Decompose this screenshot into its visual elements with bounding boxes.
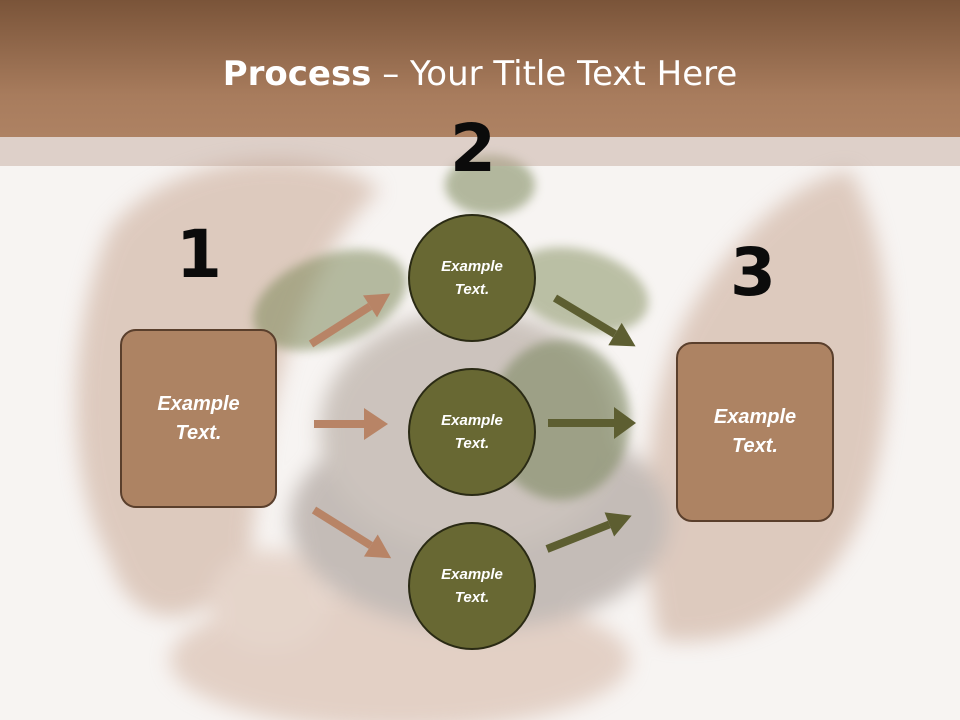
- arrow-middle-to-box3: [548, 407, 636, 439]
- arrow-box1-to-top: [308, 293, 391, 348]
- circle-middle-label: Example Text.: [441, 412, 503, 452]
- arrow-box1-to-bottom: [311, 506, 392, 559]
- step-number-3: 3: [730, 234, 776, 311]
- step-3-box: Example Text.: [676, 342, 834, 522]
- step-number-1: 1: [176, 216, 222, 293]
- arrow-box1-to-middle: [314, 408, 388, 440]
- step-2-circle-top: Example Text.: [408, 214, 536, 342]
- arrow-top-to-box3: [552, 294, 636, 347]
- step-3-box-label: Example Text.: [713, 406, 797, 457]
- slide-title: Process – Your Title Text Here: [0, 52, 960, 96]
- circle-top-label: Example Text.: [441, 258, 503, 298]
- step-1-box-label: Example Text.: [157, 392, 240, 444]
- step-2-circle-bottom: Example Text.: [408, 522, 536, 650]
- step-2-circle-middle: Example Text.: [408, 368, 536, 496]
- slide-title-bold: Process: [222, 54, 372, 94]
- arrow-bottom-to-box3: [545, 512, 632, 553]
- slide-title-rest: – Your Title Text Here: [371, 54, 738, 94]
- step-number-2: 2: [450, 110, 496, 187]
- title-bar: [0, 0, 960, 137]
- step-1-box: Example Text.: [120, 329, 277, 508]
- title-bar-accent-strip: [0, 137, 960, 166]
- circle-bottom-label: Example Text.: [441, 566, 503, 606]
